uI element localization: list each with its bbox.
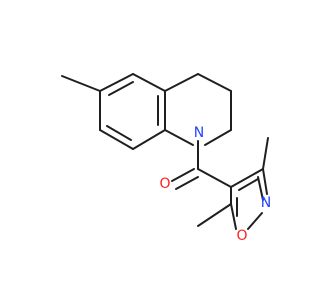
bond-ring-5 [164,129,194,146]
bond-benzene-2 [132,73,166,92]
bond-lines [61,73,269,230]
bond-isoxazole-2 [262,168,268,195]
bond-benzene-double-1 [108,81,134,96]
bond-methyl-isoxazole-bottom [197,203,232,227]
bond-benzene-1 [99,73,134,92]
atom-o-carbonyl: O [159,176,170,192]
bond-ring-2 [197,73,232,92]
bond-carbonyl-double-2 [175,176,199,190]
bond-isoxazole-1 [230,168,264,188]
molecule-structure: N O N O [61,73,271,244]
bond-benzene-4 [132,129,166,150]
bond-ring-4 [204,129,232,146]
bond-benzene-double-3 [106,125,132,141]
bond-methyl-aryl [61,75,101,92]
bond-benzene-5 [99,129,134,150]
bond-isoxazole-double-2 [257,176,264,201]
molecule-canvas: N O N O [61,73,272,244]
bond-isoxazole-double-1 [238,178,259,191]
bond-isoxazole-3 [247,212,263,230]
bond-carbonyl-isoxazole [197,168,232,188]
bond-carbonyl-double-1 [171,168,195,182]
atom-n-isoxazole: N [261,195,271,211]
bond-methyl-isoxazole-top [262,137,269,170]
atom-n-quinoline: N [194,125,204,141]
bond-ring-1 [164,73,199,92]
bond-isoxazole-4 [230,203,237,230]
atom-o-isoxazole: O [236,228,247,244]
